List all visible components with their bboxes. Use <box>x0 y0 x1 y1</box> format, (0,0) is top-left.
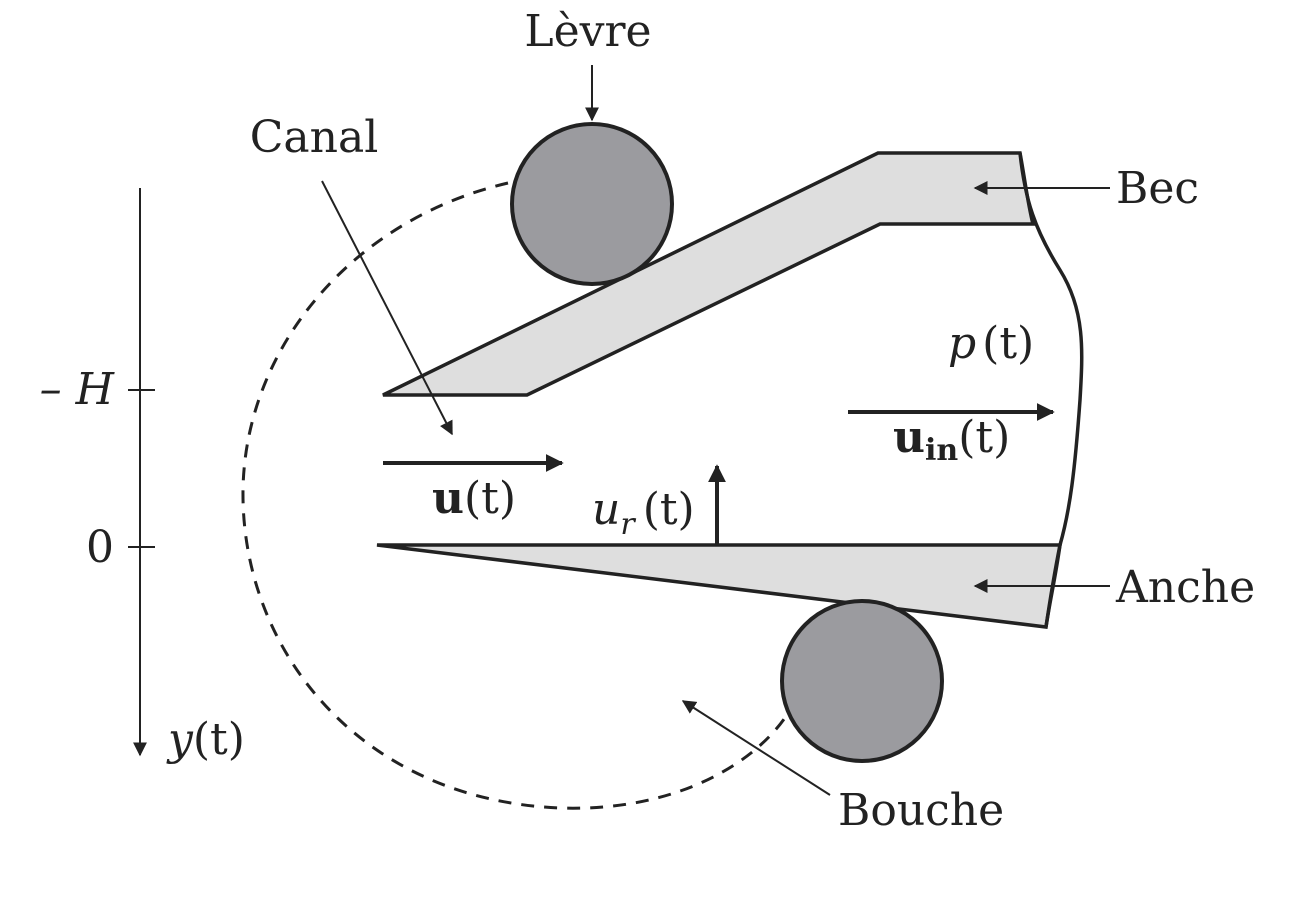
right-boundary <box>1018 152 1084 628</box>
label-u-t: u(t) <box>432 473 516 524</box>
label-p-t: p(t) <box>948 318 1034 369</box>
label-uin-t: uin(t) <box>893 412 1010 468</box>
label-minus-h: – H <box>40 364 116 415</box>
label-zero: 0 <box>86 522 114 573</box>
label-canal: Canal <box>250 112 379 163</box>
lower-lip-circle <box>780 599 944 763</box>
mouth-outline <box>241 181 792 810</box>
label-y-t: y(t) <box>166 714 245 765</box>
upper-lip-circle <box>510 122 674 286</box>
bouche-leader <box>681 700 831 796</box>
label-ur-t: ur(t) <box>592 484 695 542</box>
label-bouche: Bouche <box>838 785 1004 836</box>
label-levre: Lèvre <box>524 6 651 57</box>
label-bec: Bec <box>1116 163 1199 214</box>
label-anche: Anche <box>1115 562 1255 613</box>
reed-anche <box>376 543 1063 629</box>
canal-leader <box>321 180 453 436</box>
